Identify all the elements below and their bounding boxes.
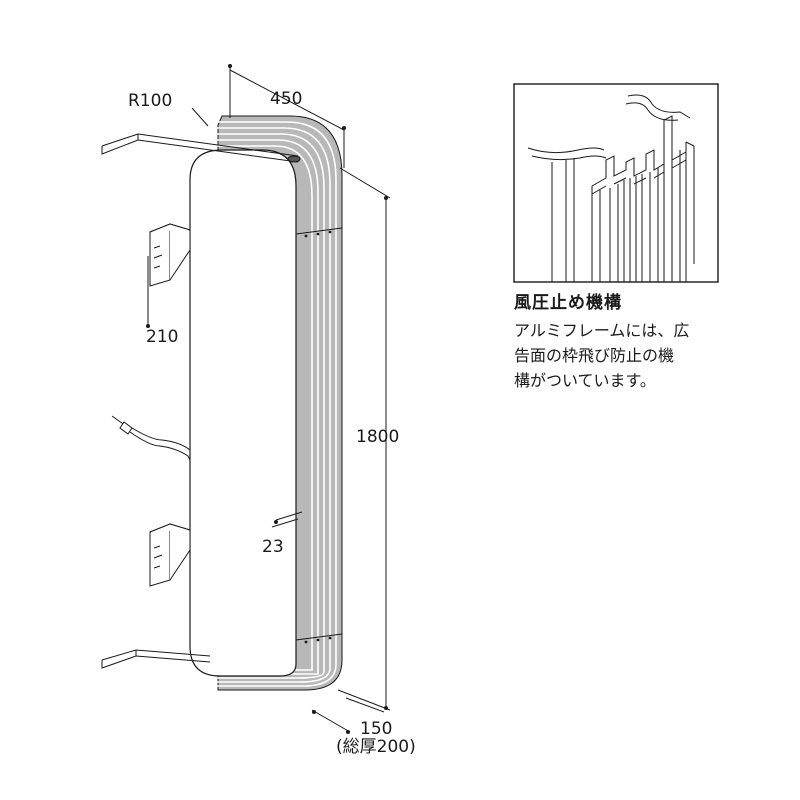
top-arm — [101, 133, 301, 163]
radius-label: R100 — [128, 91, 172, 111]
frame-gap-label: 23 — [262, 537, 284, 557]
wind-stop-mechanism-drawing — [527, 94, 695, 282]
detail-description-line: 構がついています。 — [514, 371, 656, 390]
lower-wall-bracket — [149, 523, 191, 587]
total-depth-label: (総厚200) — [336, 737, 416, 757]
dimension-lines — [147, 64, 391, 733]
sign-face-panel — [189, 149, 297, 677]
detail-description: アルミフレームには、広 告面の枠飛び防止の機 構がついています。 — [514, 318, 724, 393]
bottom-arm — [101, 649, 211, 669]
height-label: 1800 — [356, 427, 399, 447]
depth-label: 150 — [360, 719, 392, 739]
power-cord — [111, 415, 191, 461]
dimension-ticks — [146, 64, 388, 734]
detail-description-line: 告面の枠飛び防止の機 — [514, 346, 675, 365]
detail-title: 風圧止め機構 — [514, 293, 622, 313]
bracket-spacing-label: 210 — [146, 327, 178, 347]
detail-inset — [513, 83, 719, 283]
upper-wall-bracket — [149, 223, 191, 287]
width-label: 450 — [270, 89, 302, 109]
detail-description-line: アルミフレームには、広 — [514, 321, 690, 340]
